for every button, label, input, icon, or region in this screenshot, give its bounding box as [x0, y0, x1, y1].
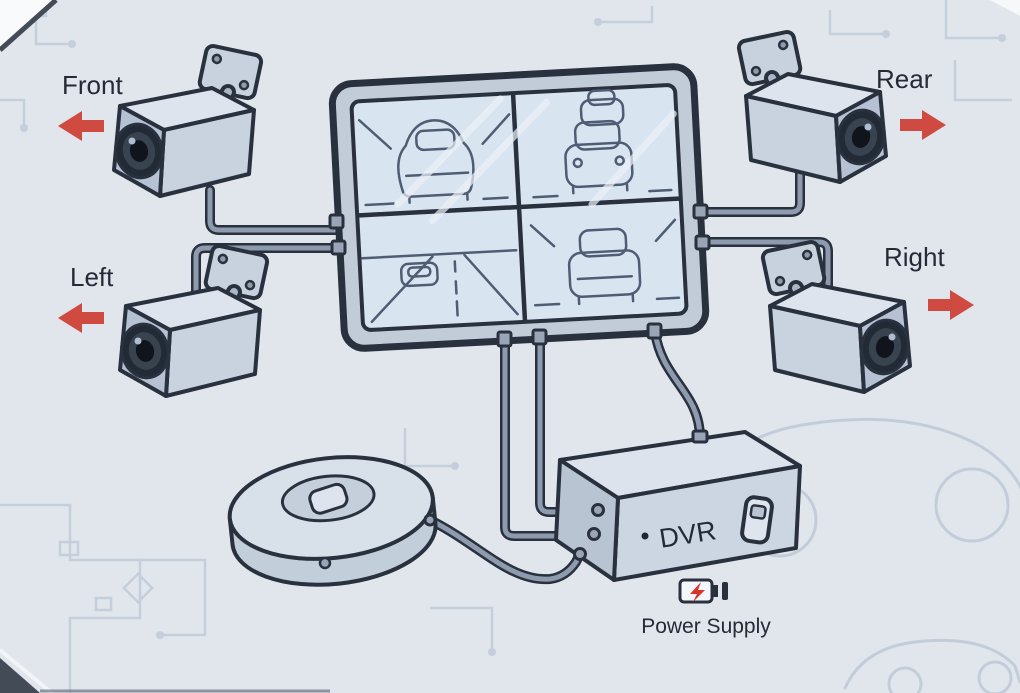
monitor-port-right-1 — [692, 203, 709, 220]
battery-lightning-icon — [678, 578, 728, 604]
puck-cable-port — [423, 513, 437, 527]
monitor-port-left-1 — [328, 213, 345, 230]
dvr-port-1 — [587, 527, 601, 541]
right-arrow-icon — [928, 290, 974, 320]
dvr-top-port — [691, 429, 709, 444]
cable-puck-dvr — [425, 515, 585, 585]
dvr-port-3 — [573, 547, 587, 561]
dvr-dongle — [740, 495, 774, 545]
left-label: Left — [70, 262, 114, 292]
monitor-port-left-2 — [330, 239, 347, 256]
rear-arrow-icon — [900, 110, 946, 140]
cable-rear-camera — [695, 161, 805, 217]
quad-view-front-feed — [357, 113, 511, 207]
cable-front-camera — [205, 185, 340, 235]
front-arrow-icon — [58, 111, 104, 141]
dvr-box-icon: DVR — [554, 430, 802, 582]
rear-label: Rear — [876, 64, 933, 94]
right-label: Right — [884, 242, 945, 272]
left-arrow-icon — [58, 303, 104, 333]
quad-view-left-feed — [361, 248, 519, 324]
puck-device-icon — [227, 455, 438, 587]
cable-right-camera — [699, 237, 833, 293]
screen-glare — [394, 95, 677, 225]
power-supply-label: Power Supply — [641, 615, 771, 638]
lightning-icon — [690, 582, 705, 602]
monitor-port-bottom-1 — [496, 330, 513, 348]
quad-view-right-feed — [529, 218, 681, 307]
monitor-port-right-2 — [694, 234, 711, 251]
cables — [191, 161, 833, 585]
cable-monitor-dvr-1 — [500, 335, 599, 541]
front-label: Front — [62, 70, 123, 100]
monitor-port-bottom-2 — [531, 328, 548, 346]
cable-monitor-dvr-3 — [650, 327, 705, 443]
dvr-label-dot — [641, 532, 649, 540]
quad-view-monitor-icon — [328, 63, 710, 352]
monitor-port-bottom-3 — [646, 322, 663, 340]
cable-left-camera — [191, 243, 343, 297]
dvr-port-2 — [591, 503, 605, 517]
cable-monitor-dvr-2 — [535, 333, 603, 517]
